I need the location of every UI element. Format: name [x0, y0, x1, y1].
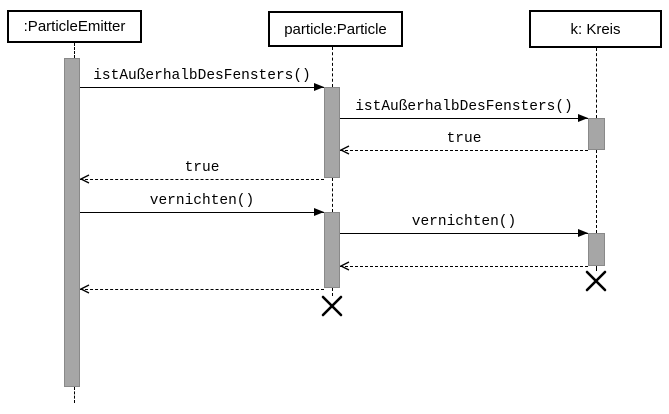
lifeline-head-particle: particle:Particle: [268, 11, 403, 47]
destroy-x-kreis-icon: [585, 270, 607, 292]
arrowhead-filled-icon: [578, 114, 588, 122]
lifeline-label: particle:Particle: [284, 20, 387, 38]
arrowhead-open-icon: [80, 174, 90, 184]
message-line: [80, 289, 324, 290]
lifeline-kreis-segment: [596, 150, 597, 233]
lifeline-particle-segment: [332, 47, 333, 87]
activation-bar-particle-2: [324, 212, 340, 288]
lifeline-particle-segment: [332, 288, 333, 296]
lifeline-label: :ParticleEmitter: [23, 18, 126, 35]
message-label: istAußerhalbDesFensters(): [355, 99, 573, 115]
activation-bar-emitter: [64, 58, 80, 387]
message-label: true: [184, 160, 220, 176]
message-label: vernichten(): [149, 193, 255, 209]
lifeline-label: k: Kreis: [570, 20, 621, 38]
message-label: istAußerhalbDesFensters(): [93, 68, 311, 84]
lifeline-kreis-segment: [596, 48, 597, 118]
lifeline-emitter-segment: [74, 387, 75, 403]
arrowhead-open-icon: [340, 261, 350, 271]
message-line: [80, 212, 324, 213]
lifeline-particle-segment: [332, 178, 333, 212]
message-line: [340, 266, 588, 267]
message-line: [80, 179, 324, 180]
arrowhead-filled-icon: [578, 229, 588, 237]
arrowhead-filled-icon: [314, 83, 324, 91]
activation-bar-particle-1: [324, 87, 340, 178]
arrowhead-open-icon: [340, 145, 350, 155]
destroy-x-particle-icon: [321, 295, 343, 317]
message-line: [340, 233, 588, 234]
activation-bar-kreis-1: [588, 118, 605, 150]
arrowhead-filled-icon: [314, 208, 324, 216]
lifeline-emitter-segment: [74, 43, 75, 58]
lifeline-kreis-segment: [596, 266, 597, 271]
activation-bar-kreis-2: [588, 233, 605, 266]
message-line: [340, 150, 588, 151]
message-label: true: [446, 131, 482, 147]
message-label: vernichten(): [411, 214, 517, 230]
message-line: [340, 118, 588, 119]
lifeline-head-particle-emitter: :ParticleEmitter: [7, 10, 142, 43]
lifeline-head-kreis: k: Kreis: [529, 10, 662, 48]
message-line: [80, 87, 324, 88]
arrowhead-open-icon: [80, 284, 90, 294]
